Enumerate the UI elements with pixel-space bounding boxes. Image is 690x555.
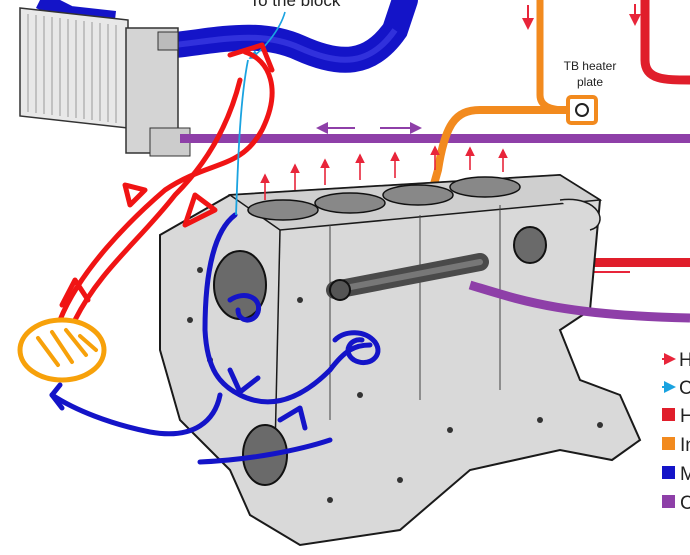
legend-label: H bbox=[679, 350, 690, 371]
tb-heater-label: TB heater bbox=[564, 59, 617, 73]
upper-hose-highlight bbox=[174, 28, 398, 63]
radiator bbox=[19, 7, 191, 157]
orange-blob bbox=[17, 317, 107, 383]
legend-label: M bbox=[680, 464, 690, 485]
coolant-pipe bbox=[180, 134, 690, 143]
tb-heater-label-2: plate bbox=[577, 75, 603, 89]
intake-hose bbox=[536, 0, 569, 114]
legend-label: H bbox=[680, 406, 690, 427]
cold-flow-line bbox=[235, 59, 249, 216]
legend: H C H In M C bbox=[662, 350, 690, 514]
legend-label: C bbox=[680, 493, 690, 514]
legend-item: C bbox=[662, 378, 690, 399]
legend-item: H bbox=[662, 350, 690, 371]
legend-item: M bbox=[662, 464, 690, 485]
legend-label: C bbox=[679, 378, 690, 399]
legend-label: In bbox=[680, 435, 690, 456]
purple-outlet bbox=[468, 280, 690, 323]
hot-hose-right bbox=[640, 0, 690, 85]
to-block-label: To the block bbox=[250, 0, 341, 10]
legend-item: In bbox=[662, 435, 690, 456]
heat-rise-arrows bbox=[260, 145, 508, 200]
intake-hose-lower bbox=[408, 106, 568, 264]
main-flow-sketch bbox=[49, 212, 381, 465]
hot-flow-sketch bbox=[57, 42, 275, 323]
legend-item: H bbox=[662, 406, 690, 427]
engine-block bbox=[159, 173, 690, 547]
legend-item: C bbox=[662, 493, 690, 514]
